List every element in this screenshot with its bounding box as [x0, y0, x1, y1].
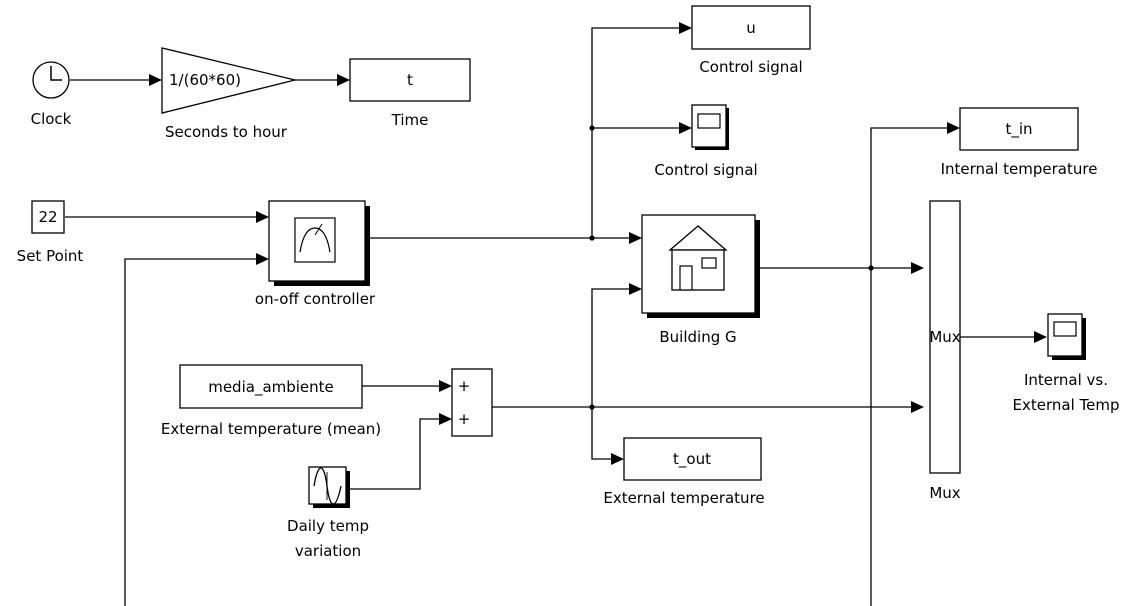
time-block[interactable] — [349, 58, 471, 102]
arrow-controller-building — [629, 232, 642, 244]
u-value: u — [746, 19, 756, 37]
house-icon — [668, 225, 728, 291]
wire-branch-control — [591, 27, 680, 238]
wire-feedback-controller — [124, 258, 257, 606]
gain-value: 1/(60*60) — [169, 71, 241, 89]
wire-branch-tout — [591, 407, 612, 460]
arrow-to-tout — [611, 453, 624, 465]
arrow-setpoint-controller — [256, 211, 269, 223]
controller-block[interactable] — [268, 200, 370, 286]
t-in-block[interactable] — [959, 107, 1079, 151]
junction-dot-sum — [589, 404, 595, 410]
mux-label: Mux — [929, 484, 960, 502]
sine-block[interactable] — [308, 466, 350, 508]
arrow-gain-time — [337, 74, 350, 86]
u-label: Control signal — [699, 58, 802, 76]
arrow-media-sum — [439, 380, 452, 392]
arrow-to-u — [679, 22, 692, 34]
t-out-label: External temperature — [603, 489, 764, 507]
clock-icon — [50, 66, 62, 81]
arrow-to-control-scope — [679, 122, 692, 134]
wire-to-building-input2 — [591, 288, 630, 407]
temp-scope-label-2: External Temp — [1013, 396, 1120, 414]
control-scope-block[interactable] — [691, 104, 729, 150]
gain-block[interactable] — [161, 47, 296, 114]
time-value: t — [407, 71, 413, 89]
temp-scope-block[interactable] — [1047, 313, 1086, 360]
media-label: External temperature (mean) — [161, 420, 381, 438]
arrow-clock-gain — [149, 74, 162, 86]
sum-sign-1: + — [458, 377, 471, 395]
junction-dot-control — [589, 125, 595, 131]
arrow-to-tin — [947, 122, 960, 134]
controller-label: on-off controller — [255, 290, 376, 308]
clock-label: Clock — [31, 110, 72, 128]
sine-label-1: Daily temp — [287, 517, 369, 535]
junction-dot-controller — [589, 235, 595, 241]
set-point-label: Set Point — [17, 247, 84, 265]
t-in-value: t_in — [1005, 120, 1032, 139]
t-out-value: t_out — [673, 450, 711, 469]
arrow-sum-mux — [911, 401, 924, 413]
sum-sign-2: + — [458, 410, 471, 428]
scope-icon — [1053, 321, 1077, 337]
temp-scope-label-1: Internal vs. — [1024, 371, 1108, 389]
t-in-label: Internal temperature — [941, 160, 1098, 178]
mux-block[interactable] — [929, 200, 961, 474]
building-block[interactable] — [641, 214, 760, 318]
time-label: Time — [391, 111, 429, 129]
mux-value: Mux — [929, 328, 960, 346]
sine-label-2: variation — [295, 542, 361, 560]
wire-sine-sum — [350, 418, 440, 490]
clock-block[interactable] — [32, 61, 70, 99]
arrow-mux-scope — [1034, 331, 1047, 343]
junction-dot-building — [868, 265, 874, 271]
t-out-block[interactable] — [623, 437, 762, 481]
control-scope-label: Control signal — [654, 161, 757, 179]
media-value: media_ambiente — [208, 378, 334, 397]
building-label: Building G — [659, 328, 736, 346]
arrow-building-mux — [911, 262, 924, 274]
gain-label: Seconds to hour — [165, 123, 288, 141]
set-point-block[interactable] — [31, 200, 65, 234]
u-block[interactable] — [691, 5, 811, 50]
media-block[interactable] — [179, 364, 363, 409]
controller-icon — [294, 217, 336, 263]
arrow-feedback-controller — [256, 253, 269, 265]
sum-block[interactable] — [451, 368, 493, 437]
set-point-value: 22 — [38, 208, 57, 226]
wire-branch-tin — [870, 127, 948, 606]
scope-icon — [697, 113, 721, 129]
arrow-sine-sum — [439, 413, 452, 425]
arrow-building-input2 — [629, 283, 642, 295]
